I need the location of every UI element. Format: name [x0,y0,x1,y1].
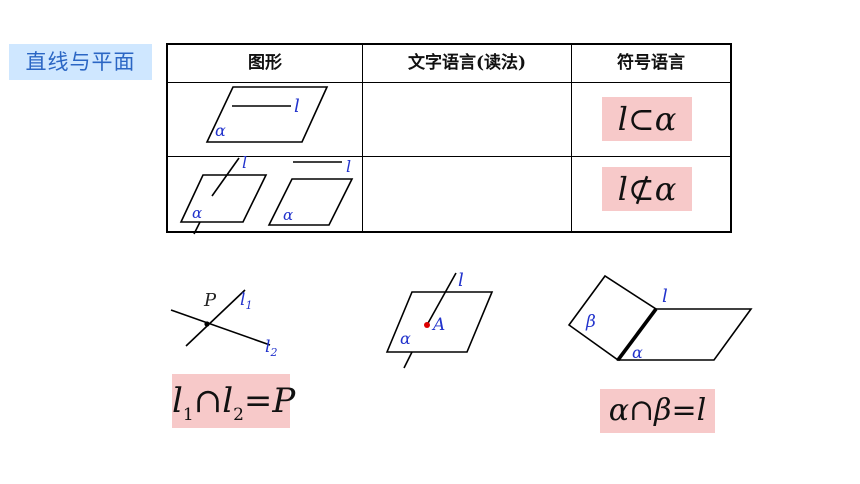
eq-l1-sub: 1 [182,404,194,425]
table-row-divider-2 [168,156,730,157]
label-alpha: α [632,343,643,362]
eq-alpha: α [608,393,630,428]
equation-lines-intersect: l1∩l2=P [172,374,295,428]
symbol-not-subset: ⊄ [627,170,655,208]
figure-line-parallel-plane [267,161,354,226]
section-title: 直线与平面 [9,44,152,80]
eq-l2: l [222,381,234,421]
figure-intersecting-lines [170,289,271,347]
equation-planes-intersect: α∩β=l [600,389,715,433]
label-line: l [294,96,300,117]
figure-line-in-plane [205,86,329,143]
point-a [424,322,430,328]
label-line: l [662,286,668,307]
label-line: l [346,157,351,176]
table-row-divider-1 [168,82,730,83]
line-l1 [185,289,246,347]
label-alpha: α [400,329,411,348]
label-l1: l1 [240,290,252,312]
point-p [204,321,210,327]
intersection-line-l [616,307,658,362]
table-divider-2 [571,45,572,231]
label-alpha: α [192,204,202,222]
header-figure: 图形 [248,53,282,73]
eq-l2-sub: 2 [233,404,244,425]
plane-parallelogram [205,86,329,143]
symbol-line-not-in-plane: l⊄α [602,167,692,211]
line-l-upper [426,272,457,326]
eq-p: P [272,381,296,421]
line-l2 [170,309,271,346]
table-divider-1 [362,45,363,231]
eq-beta: β [654,393,672,428]
symbol-l: l [617,170,628,208]
relation-table: 图形 文字语言(读法) 符号语言 [166,43,732,233]
label-beta: β [585,312,596,332]
header-symbol-language: 符号语言 [617,53,685,73]
line-l-lower [193,221,201,235]
label-point-a: A [431,315,445,335]
plane-parallelogram [385,291,494,353]
eq-l1: l [172,381,183,421]
label-line: l [242,153,247,172]
eq-cap: ∩ [193,381,223,421]
label-point-p: P [203,290,217,311]
symbol-alpha: α [654,170,677,208]
eq-l: l [696,393,707,428]
symbol-alpha: α [654,100,677,138]
label-line: l [458,270,464,291]
plane-beta [567,274,658,362]
header-text-language: 文字语言(读法) [407,53,527,73]
figure-line-crosses-plane [179,157,268,235]
eq-cap: ∩ [629,393,655,428]
label-alpha: α [283,206,293,224]
line-l-lower [403,351,413,369]
figure-line-meets-plane [385,272,494,369]
eq-equals: = [671,393,697,428]
figure-intersecting-planes [567,274,753,362]
label-l2: l2 [265,337,277,359]
symbol-line-in-plane: l⊂α [602,97,692,141]
line-l-upper [211,157,240,197]
plane-parallelogram [267,178,354,226]
plane-parallelogram [179,174,268,223]
symbol-subset: ⊂ [627,100,655,138]
label-alpha: α [215,121,226,140]
eq-equals: = [243,381,273,421]
symbol-l: l [617,100,628,138]
